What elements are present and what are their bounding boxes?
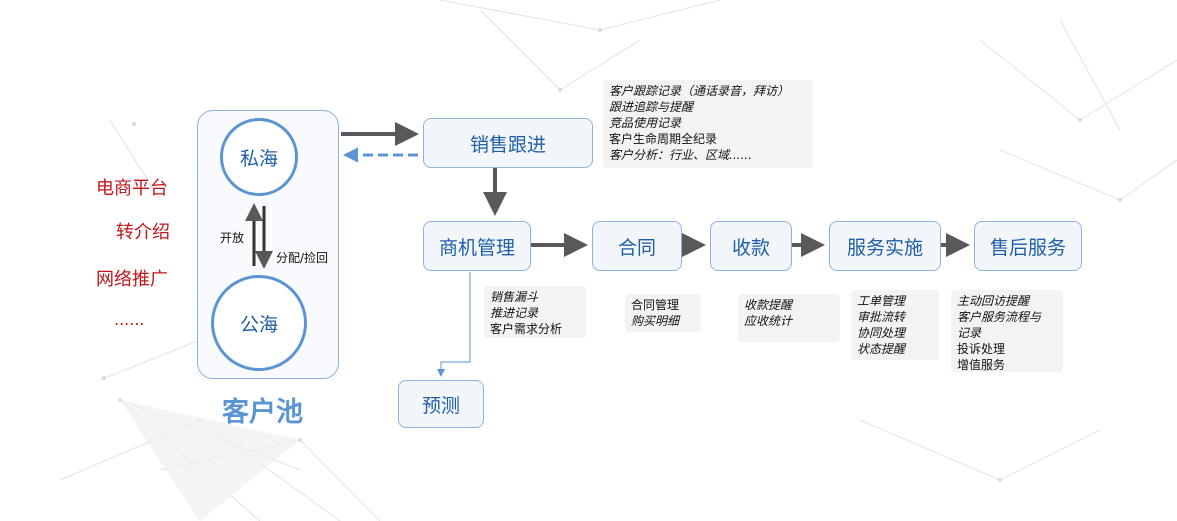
- note-line: 收款提醒: [744, 298, 793, 312]
- sales-follow-node[interactable]: 销售跟进: [423, 118, 593, 168]
- note-line: 客户分析：行业、区域......: [609, 148, 752, 162]
- opportunity-notes: 销售漏斗 推进记录 客户需求分析: [484, 286, 586, 338]
- note-line: 竞品使用记录: [609, 116, 682, 130]
- note-line: 状态提醒: [857, 342, 906, 356]
- note-line: 工单管理: [857, 294, 906, 308]
- forecast-node[interactable]: 预测: [398, 380, 484, 428]
- note-line: 审批流转: [857, 310, 906, 324]
- note-line: 客户生命周期全纪录: [609, 132, 718, 146]
- note-line: 合同管理: [631, 298, 680, 312]
- customer-pool-title: 客户池: [222, 397, 303, 428]
- assign-reclaim-label: 分配/捡回: [276, 251, 329, 265]
- note-line: 推进记录: [490, 306, 539, 320]
- public-sea-node[interactable]: 公海: [211, 275, 307, 371]
- source-referral: 转介绍: [116, 222, 170, 243]
- note-line: 客户服务流程与: [957, 310, 1042, 324]
- note-line: 记录: [957, 326, 982, 340]
- arrow-opportunity-to-forecast: [437, 272, 471, 377]
- source-ecommerce: 电商平台: [96, 178, 168, 199]
- note-line: 跟进追踪与提醒: [609, 100, 694, 114]
- service-node[interactable]: 服务实施: [829, 221, 941, 271]
- note-line: 增值服务: [957, 358, 1006, 372]
- after-sales-notes: 主动回访提醒 客户服务流程与 记录 投诉处理 增值服务: [951, 290, 1063, 372]
- source-more: ......: [114, 310, 145, 329]
- note-line: 客户需求分析: [490, 322, 563, 336]
- contract-notes: 合同管理 购买明细: [625, 294, 701, 332]
- source-online-promotion: 网络推广: [96, 269, 168, 290]
- note-line: 销售漏斗: [490, 290, 539, 304]
- note-line: 购买明细: [631, 314, 680, 328]
- note-line: 客户跟踪记录（通话录音，拜访）: [609, 84, 790, 98]
- open-label: 开放: [220, 231, 245, 245]
- sales-follow-notes: 客户跟踪记录（通话录音，拜访） 跟进追踪与提醒 竞品使用记录 客户生命周期全纪录…: [603, 80, 813, 168]
- collection-node[interactable]: 收款: [710, 221, 792, 271]
- contract-node[interactable]: 合同: [592, 221, 682, 271]
- private-sea-node[interactable]: 私海: [220, 118, 298, 196]
- collection-notes: 收款提醒 应收统计: [738, 294, 840, 342]
- note-line: 主动回访提醒: [957, 294, 1030, 308]
- service-notes: 工单管理 审批流转 协同处理 状态提醒: [851, 290, 939, 360]
- opportunity-node[interactable]: 商机管理: [423, 221, 531, 271]
- note-line: 协同处理: [857, 326, 906, 340]
- note-line: 应收统计: [744, 314, 793, 328]
- note-line: 投诉处理: [957, 342, 1006, 356]
- after-sales-node[interactable]: 售后服务: [974, 221, 1082, 271]
